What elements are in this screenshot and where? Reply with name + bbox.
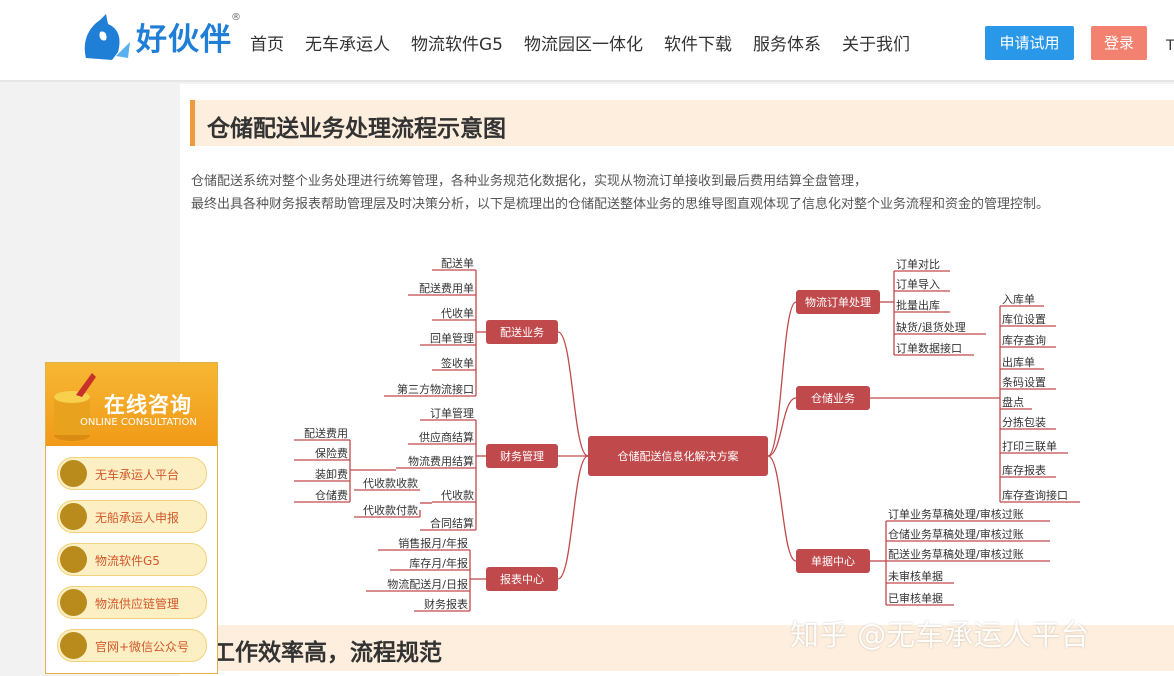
book-icon bbox=[60, 632, 87, 659]
online-consult-panel: 在线咨询 ONLINE CONSULTATION 无车承运人平台 无船承运人申报… bbox=[45, 362, 218, 674]
watermark: 知乎 @无车承运人平台 bbox=[790, 612, 1089, 654]
mindmap-leaf: 缺货/退货处理 bbox=[896, 320, 966, 334]
mind-map-diagram: 仓储配送信息化解决方案 配送业务 配送单配送费用单代收单回单管理签收单第三方物流接口… bbox=[280, 250, 1080, 620]
mindmap-leaf: 代收单 bbox=[441, 306, 474, 320]
book-icon bbox=[60, 460, 87, 487]
mindmap-branch-left-1: 财务管理 bbox=[500, 449, 544, 463]
nav-home[interactable]: 首页 bbox=[250, 30, 284, 55]
consult-subtitle: ONLINE CONSULTATION bbox=[80, 417, 197, 428]
mindmap-leaf: 物流费用结算 bbox=[408, 454, 474, 468]
mindmap-leaf: 仓储业务草稿处理/审核过账 bbox=[888, 527, 1024, 541]
mindmap-leaf: 批量出库 bbox=[896, 298, 940, 312]
desc-line-2: 最终出具各种财务报表帮助管理层及时决策分析，以下是梳理出的仓储配送整体业务的思维… bbox=[191, 193, 1049, 216]
nav-about-us[interactable]: 关于我们 bbox=[842, 30, 910, 55]
connector-line bbox=[768, 456, 796, 561]
mindmap-leaf: 库存月/年报 bbox=[409, 556, 468, 570]
top-navbar: 好伙伴 ® 首页 无车承运人 物流软件G5 物流园区一体化 软件下载 服务体系 … bbox=[0, 0, 1174, 82]
consult-item-label: 无船承运人申报 bbox=[95, 509, 179, 526]
mindmap-leaf: 条码设置 bbox=[1002, 375, 1046, 389]
mindmap-leaf: 代收款付款 bbox=[363, 503, 418, 517]
consult-item-label: 物流软件G5 bbox=[95, 552, 160, 569]
edge-mark: T bbox=[1166, 38, 1174, 54]
registered-mark: ® bbox=[231, 12, 241, 23]
mindmap-leaf: 未审核单据 bbox=[888, 569, 943, 583]
consult-item-software-g5[interactable]: 物流软件G5 bbox=[57, 543, 207, 576]
mindmap-leaf: 配送费用 bbox=[304, 426, 348, 440]
mindmap-leaf: 财务报表 bbox=[424, 597, 468, 611]
mindmap-leaf: 已审核单据 bbox=[888, 591, 943, 605]
consult-item-no-vessel-carrier[interactable]: 无船承运人申报 bbox=[57, 500, 207, 533]
section-heading: 仓储配送业务处理流程示意图 bbox=[190, 100, 1174, 146]
mindmap-leaf: 回单管理 bbox=[430, 331, 474, 345]
mindmap-leaf: 代收款 bbox=[441, 488, 474, 502]
mindmap-leaf: 打印三联单 bbox=[1002, 439, 1057, 453]
mindmap-branch-left-0: 配送业务 bbox=[500, 325, 544, 339]
mindmap-leaf: 配送单 bbox=[441, 256, 474, 270]
book-icon bbox=[60, 503, 87, 530]
brand-name[interactable]: 好伙伴 bbox=[136, 14, 232, 59]
desc-line-1: 仓储配送系统对整个业务处理进行统筹管理，各种业务规范化数据化，实现从物流订单接收… bbox=[191, 170, 1049, 193]
consult-item-label: 物流供应链管理 bbox=[95, 595, 179, 612]
mindmap-leaf: 盘点 bbox=[1002, 395, 1024, 409]
section-2-title: 工作效率高，流程规范 bbox=[212, 633, 442, 667]
mindmap-leaf: 订单导入 bbox=[896, 278, 940, 291]
mindmap-leaf: 库位设置 bbox=[1002, 312, 1046, 326]
apply-trial-button[interactable]: 申请试用 bbox=[985, 26, 1074, 60]
section-description: 仓储配送系统对整个业务处理进行统筹管理，各种业务规范化数据化，实现从物流订单接收… bbox=[191, 170, 1049, 216]
book-icon bbox=[60, 546, 87, 573]
consult-header[interactable]: 在线咨询 ONLINE CONSULTATION bbox=[46, 363, 217, 446]
mindmap-leaf: 库存报表 bbox=[1002, 463, 1046, 477]
nav-service-system[interactable]: 服务体系 bbox=[753, 30, 821, 55]
mindmap-leaf: 销售报月/年报 bbox=[398, 536, 468, 550]
mindmap-leaf: 入库单 bbox=[1002, 293, 1035, 306]
nav-logistics-software-g5[interactable]: 物流软件G5 bbox=[411, 30, 503, 55]
mindmap-branch-right-1: 仓储业务 bbox=[811, 391, 855, 405]
mindmap-leaf: 配送费用单 bbox=[419, 281, 474, 295]
mindmap-branch-left-2: 报表中心 bbox=[500, 572, 544, 586]
consult-item-label: 无车承运人平台 bbox=[95, 466, 179, 483]
nav-no-truck-carrier[interactable]: 无车承运人 bbox=[305, 30, 390, 55]
mindmap-leaf: 物流配送月/日报 bbox=[387, 577, 468, 591]
mindmap-leaf: 装卸费 bbox=[315, 467, 348, 481]
mindmap-leaf: 订单数据接口 bbox=[896, 341, 962, 355]
consult-item-label: 官网+微信公众号 bbox=[95, 638, 189, 655]
mindmap-center: 仓储配送信息化解决方案 bbox=[618, 449, 739, 463]
login-button[interactable]: 登录 bbox=[1091, 26, 1147, 60]
mindmap-leaf: 供应商结算 bbox=[419, 430, 474, 444]
section-title: 仓储配送业务处理流程示意图 bbox=[207, 109, 506, 143]
gold-coins-icon bbox=[52, 367, 100, 443]
main-nav: 首页 无车承运人 物流软件G5 物流园区一体化 软件下载 服务体系 关于我们 bbox=[250, 30, 931, 55]
book-icon bbox=[60, 589, 87, 616]
consult-item-supply-chain[interactable]: 物流供应链管理 bbox=[57, 586, 207, 619]
mindmap-leaf: 订单业务草稿处理/审核过账 bbox=[888, 507, 1024, 521]
mindmap-branch-right-2: 单据中心 bbox=[811, 554, 855, 568]
consult-item-wechat[interactable]: 官网+微信公众号 bbox=[57, 629, 207, 662]
mindmap-branch-right-0: 物流订单处理 bbox=[805, 295, 871, 309]
mindmap-leaf: 库存查询接口 bbox=[1002, 488, 1068, 502]
mindmap-leaf: 仓储费 bbox=[315, 488, 348, 502]
nav-logistics-park[interactable]: 物流园区一体化 bbox=[524, 30, 643, 55]
mindmap-leaf: 库存查询 bbox=[1002, 333, 1046, 347]
mindmap-leaf: 保险费 bbox=[315, 446, 348, 460]
nav-software-download[interactable]: 软件下载 bbox=[664, 30, 732, 55]
connector-line bbox=[768, 302, 796, 456]
mindmap-leaf: 分拣包装 bbox=[1002, 415, 1046, 429]
mindmap-leaf: 订单对比 bbox=[896, 257, 940, 271]
mindmap-leaf: 合同结算 bbox=[430, 516, 474, 530]
connector-line bbox=[768, 398, 796, 456]
mindmap-leaf: 第三方物流接口 bbox=[397, 382, 474, 396]
consult-item-no-truck-platform[interactable]: 无车承运人平台 bbox=[57, 457, 207, 490]
mindmap-leaf: 签收单 bbox=[441, 356, 474, 370]
connector-line bbox=[558, 332, 588, 456]
mindmap-leaf: 代收款收款 bbox=[363, 476, 418, 490]
mindmap-leaf: 订单管理 bbox=[430, 406, 474, 420]
connector-line bbox=[558, 456, 588, 579]
mindmap-leaf: 出库单 bbox=[1002, 355, 1035, 369]
consult-title: 在线咨询 bbox=[104, 389, 192, 419]
mindmap-leaf: 配送业务草稿处理/审核过账 bbox=[888, 547, 1024, 561]
